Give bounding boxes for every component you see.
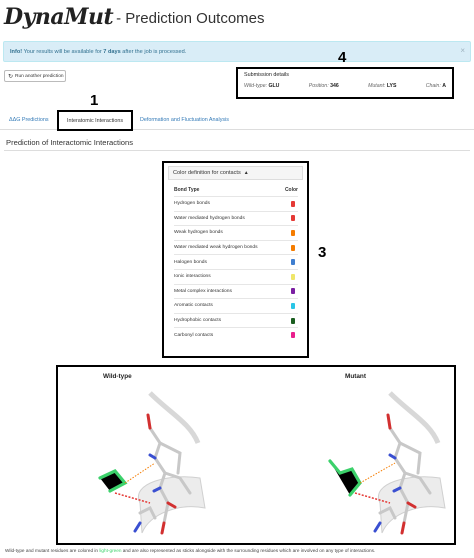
contact-type-label: Hydrogen bonds: [174, 201, 210, 207]
chain-label: Chain:: [425, 83, 441, 89]
backbone-strand: [148, 391, 201, 445]
info-alert: Info! Your results will be available for…: [3, 41, 471, 62]
chain-value: A: [442, 83, 446, 89]
contact-type-label: Water mediated hydrogen bonds: [174, 215, 245, 221]
color-header: Color: [284, 187, 298, 193]
structure-viewer-panel: Wild-type Mutant: [56, 365, 456, 545]
dynamut-logo[interactable]: DynaMut: [4, 4, 114, 30]
mutant-label: Mutant: [345, 373, 366, 380]
color-swatch: [291, 332, 295, 339]
wild-type-structure[interactable]: [80, 383, 210, 543]
alert-prefix: Info!: [10, 48, 23, 55]
color-definition-title: Color definition for contacts: [173, 170, 241, 176]
color-swatch: [291, 229, 295, 236]
contact-type-label: Weak hydrogen bonds: [174, 230, 223, 236]
position-value: 346: [330, 83, 339, 89]
contact-type-label: Halogen bonds: [174, 259, 207, 265]
color-swatch: [291, 273, 295, 280]
submission-details-panel: Submission details Wild-type: GLU Positi…: [236, 67, 454, 99]
weak-hydrogen-bond: [359, 462, 396, 484]
residue-sticks: [98, 469, 128, 493]
alert-text-before: Your results will be available for: [22, 48, 104, 55]
annotation-marker-3: 3: [318, 244, 327, 261]
backbone-strand: [388, 391, 441, 445]
caret-up-icon: ▲: [243, 170, 249, 176]
color-definition-toggle[interactable]: Color definition for contacts ▲: [168, 166, 303, 180]
wild-type-field: Wild-type: GLU: [244, 83, 279, 89]
mutant-field: Mutant: LYS: [368, 83, 396, 89]
contact-type-label: Aromatic contacts: [174, 303, 213, 309]
section-title: Prediction of Interactomic Interactions: [6, 138, 134, 147]
position-label: Position:: [308, 83, 329, 89]
wild-type-value: GLU: [268, 83, 280, 89]
contact-type-row: Weak hydrogen bonds: [174, 225, 298, 240]
position-field: Position: 346: [309, 83, 339, 89]
tab-ddg-predictions[interactable]: ΔΔG Predictions: [9, 117, 49, 123]
color-swatch: [291, 288, 295, 295]
result-tabs: ΔΔG Predictions Interatomic Interactions…: [0, 110, 474, 131]
contact-type-label: Ionic interactions: [174, 274, 211, 280]
contacts-table-header: Bond Type Color: [174, 187, 298, 193]
contact-type-label: Water mediated weak hydrogen bonds: [174, 245, 258, 251]
alert-days: 7 days: [103, 48, 121, 55]
hydrogen-bond: [114, 492, 151, 504]
wild-type-label: Wild-type: [103, 373, 132, 380]
annotation-marker-4: 4: [338, 49, 347, 66]
app-header: DynaMut - Prediction Outcomes: [4, 3, 265, 29]
alert-text-after: after the job is processed.: [120, 48, 187, 55]
submission-title: Submission details: [244, 72, 289, 78]
contact-type-row: Water mediated weak hydrogen bonds: [174, 239, 298, 255]
tab-interatomic-interactions[interactable]: Interatomic Interactions: [57, 110, 133, 131]
redo-icon: ↻: [8, 73, 14, 80]
oxygen-sticks: [386, 413, 417, 535]
contact-type-row: Hydrogen bonds: [174, 196, 298, 211]
contact-type-label: Hydrophobic contacts: [174, 318, 222, 324]
page-title: - Prediction Outcomes: [116, 10, 265, 27]
color-swatch: [291, 215, 295, 222]
alert-text: Info! Your results will be available for…: [10, 49, 186, 55]
section-divider: [4, 150, 470, 151]
caption-highlight: light-green: [99, 548, 122, 553]
contact-type-row: Water mediated hydrogen bonds: [174, 210, 298, 226]
color-swatch: [291, 244, 295, 251]
run-button-label: Run another prediction: [15, 73, 64, 79]
mutant-label: Mutant:: [368, 83, 386, 89]
annotation-marker-1: 1: [90, 92, 99, 109]
oxygen-sticks: [146, 413, 177, 535]
weak-hydrogen-bond: [124, 462, 156, 484]
contact-type-row: Metal complex interactions: [174, 283, 298, 299]
color-swatch: [291, 317, 295, 324]
caption-after: and are also represented as sticks along…: [121, 548, 376, 553]
contact-type-label: Carbonyl contacts: [174, 332, 214, 338]
color-swatch: [291, 259, 295, 266]
run-another-prediction-button[interactable]: ↻ Run another prediction: [4, 70, 66, 82]
hydrogen-bond: [354, 492, 391, 504]
wild-type-label: Wild-type:: [244, 83, 268, 89]
contact-type-row: Ionic interactions: [174, 268, 298, 284]
tab-deformation-fluctuation[interactable]: Deformation and Fluctuation Analysis: [140, 117, 229, 123]
contact-type-label: Metal complex interactions: [174, 288, 232, 294]
nitrogen-sticks: [133, 453, 162, 533]
contact-type-row: Hydrophobic contacts: [174, 312, 298, 328]
structure-caption: Wild-type and mutant residues are colore…: [5, 548, 375, 553]
mutant-value: LYS: [386, 83, 397, 89]
close-icon[interactable]: ×: [460, 46, 465, 55]
residue-sticks: [328, 459, 362, 497]
mutant-structure[interactable]: [320, 383, 450, 543]
contact-type-row: Carbonyl contacts: [174, 327, 298, 342]
color-definition-panel: Color definition for contacts ▲ Bond Typ…: [162, 161, 309, 358]
chain-field: Chain: A: [426, 83, 446, 89]
contact-type-row: Aromatic contacts: [174, 298, 298, 313]
bond-type-header: Bond Type: [174, 187, 200, 193]
color-swatch: [291, 200, 295, 207]
contact-type-row: Halogen bonds: [174, 254, 298, 269]
color-swatch: [291, 302, 295, 309]
submission-values: Wild-type: GLU Position: 346 Mutant: LYS…: [244, 83, 446, 89]
caption-before: Wild-type and mutant residues are colore…: [5, 548, 100, 553]
nitrogen-sticks: [373, 453, 402, 533]
